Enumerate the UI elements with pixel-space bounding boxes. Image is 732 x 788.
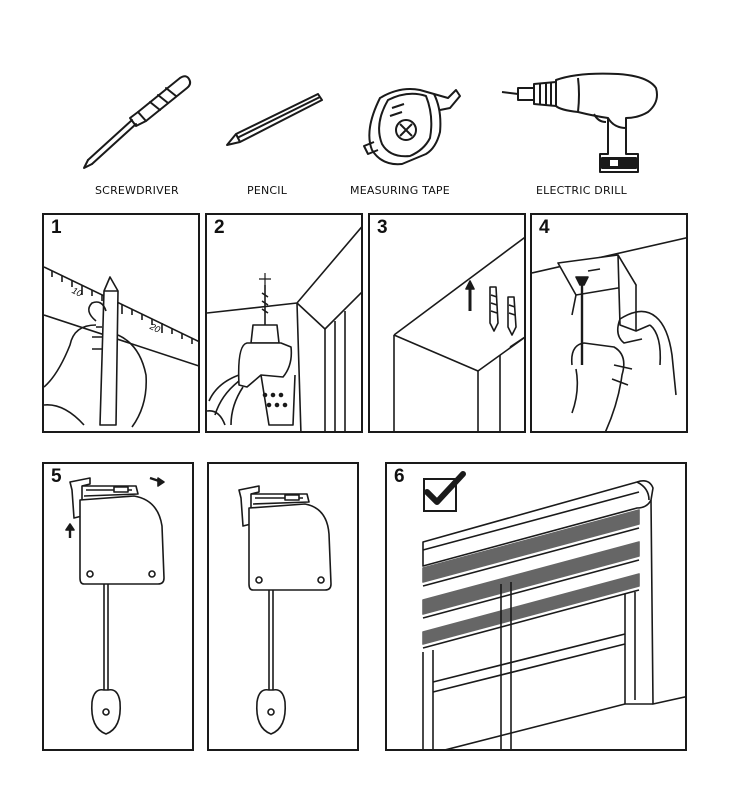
step-3-panel: 3 bbox=[368, 213, 526, 433]
step-6-panel: 6 bbox=[385, 462, 687, 751]
step-3-illustration bbox=[370, 215, 526, 433]
step-5-detail-panel bbox=[207, 462, 359, 751]
step-2-illustration bbox=[207, 215, 363, 433]
step-1-illustration bbox=[44, 215, 200, 433]
pencil-icon bbox=[222, 90, 327, 150]
step-4-illustration bbox=[532, 215, 688, 433]
measuring-tape-icon bbox=[360, 80, 470, 170]
step-6-illustration bbox=[387, 464, 687, 751]
step-4-panel: 4 bbox=[530, 213, 688, 433]
step-5-panel: 5 bbox=[42, 462, 194, 751]
step-5-detail-illustration bbox=[209, 464, 359, 751]
step-3-number: 3 bbox=[377, 217, 388, 239]
electric-drill-label: ELECTRIC DRILL bbox=[536, 184, 627, 197]
step-1-panel: 1 10 20 bbox=[42, 213, 200, 433]
pencil-label: PENCIL bbox=[247, 184, 287, 197]
step-4-number: 4 bbox=[539, 217, 550, 239]
step-2-panel: 2 bbox=[205, 213, 363, 433]
step-1-number: 1 bbox=[51, 217, 62, 239]
screwdriver-label: SCREWDRIVER bbox=[95, 184, 179, 197]
step-6-number: 6 bbox=[394, 466, 405, 488]
electric-drill-icon bbox=[498, 68, 663, 180]
screwdriver-icon bbox=[80, 68, 195, 173]
step-5-number: 5 bbox=[51, 466, 62, 488]
measuring-tape-label: MEASURING TAPE bbox=[350, 184, 450, 197]
step-2-number: 2 bbox=[214, 217, 225, 239]
step-5-illustration bbox=[44, 464, 194, 751]
